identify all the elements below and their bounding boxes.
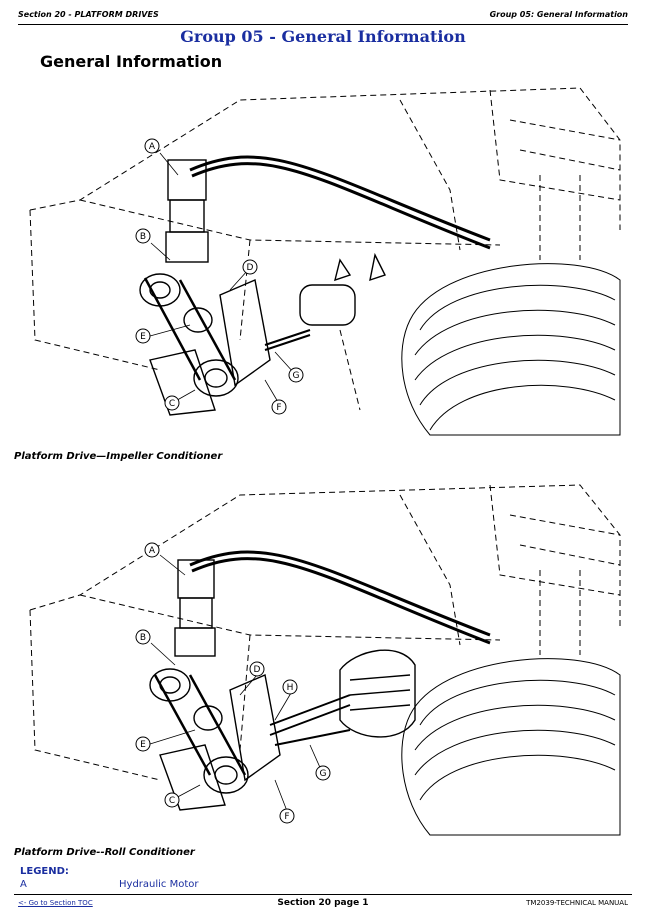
callout-f (271, 399, 287, 415)
callout-a (144, 138, 160, 154)
manual-id: TM2039-TECHNICAL MANUAL (526, 899, 628, 907)
callout-g (288, 367, 304, 383)
callout-label: A (149, 142, 156, 152)
figure-caption: Platform Drive—Impeller Conditioner (14, 451, 223, 462)
callout-c (164, 395, 180, 411)
page-number: Section 20 page 1 (277, 898, 369, 908)
figure-roll-conditioner: A B C D E F G H (20, 480, 625, 840)
callout-e (135, 736, 151, 752)
callout-label: D (247, 263, 254, 273)
callout-label: B (140, 633, 146, 643)
figure-caption: Platform Drive--Roll Conditioner (14, 847, 195, 858)
figure-impeller-conditioner: A B C D E F G (20, 80, 625, 440)
callout-label: B (140, 232, 146, 242)
callout-label: E (140, 740, 146, 750)
header-divider (18, 24, 628, 25)
callout-label: F (284, 812, 289, 822)
callout-d (249, 661, 265, 677)
callout-b (135, 228, 151, 244)
callout-label: E (140, 332, 146, 342)
callout-label: A (149, 546, 156, 556)
callout-label: G (293, 371, 300, 381)
section-toc-link[interactable]: <- Go to Section TOC (18, 899, 93, 907)
callout-label: F (276, 403, 281, 413)
roll-diagram: A B C D E F G H (29, 484, 621, 836)
footer-divider (14, 894, 632, 895)
header-group: Group 05: General Information (489, 10, 628, 19)
callout-label: C (169, 399, 175, 409)
legend-value: Hydraulic Motor (119, 879, 199, 890)
callout-b (135, 629, 151, 645)
callout-label: D (254, 665, 261, 675)
callout-label: H (287, 683, 294, 693)
section-title: General Information (40, 52, 223, 71)
callout-label: C (169, 796, 175, 806)
callout-g (315, 765, 331, 781)
header-section: Section 20 - PLATFORM DRIVES (18, 10, 159, 19)
impeller-diagram: A B C D E F G (29, 87, 621, 436)
callout-a (144, 542, 160, 558)
callout-d (242, 259, 258, 275)
callout-c (164, 792, 180, 808)
page-header: Section 20 - PLATFORM DRIVES Group 05: G… (18, 10, 628, 24)
legend-title: LEGEND: (20, 866, 69, 877)
callout-f (279, 808, 295, 824)
callout-e (135, 328, 151, 344)
callout-label: G (320, 769, 327, 779)
callout-h (282, 679, 298, 695)
legend-key: A (20, 879, 27, 890)
group-title: Group 05 - General Information (180, 27, 466, 46)
